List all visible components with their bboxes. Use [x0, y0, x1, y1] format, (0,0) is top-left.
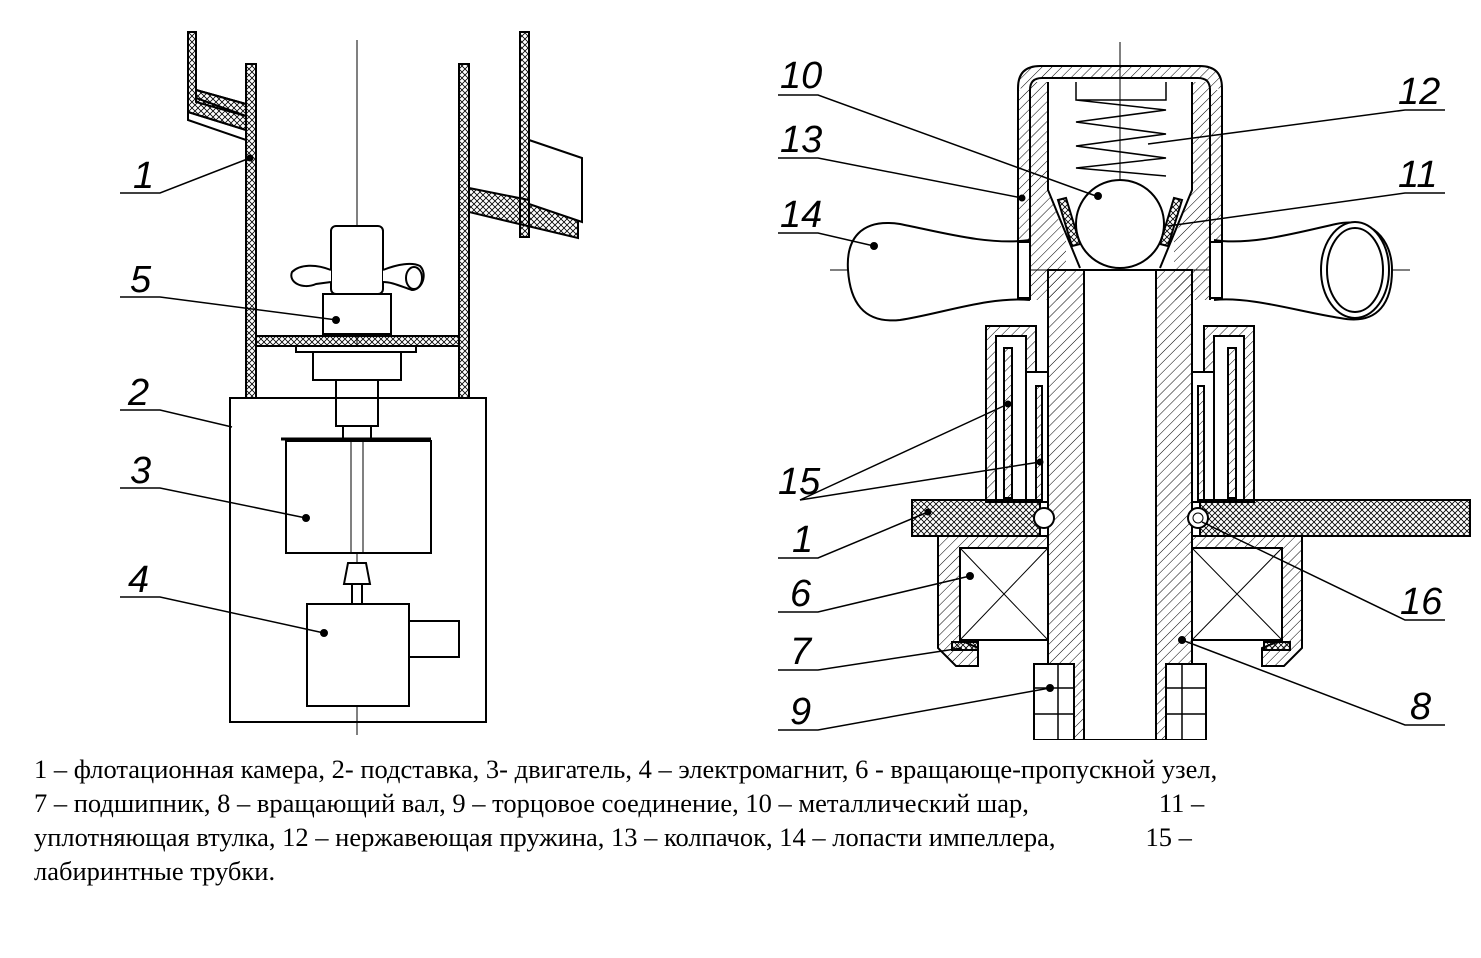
left-assembly — [120, 31, 583, 735]
label-left-2: 2 — [127, 372, 149, 414]
electromagnet-box — [306, 603, 410, 707]
leader-6 — [778, 575, 971, 613]
leader-14 — [778, 232, 875, 247]
end-connection-left — [1033, 663, 1075, 740]
shaft-right-wall — [1155, 269, 1193, 740]
electromagnet-connector — [408, 620, 460, 658]
leader-3 — [120, 487, 307, 519]
leader-16 — [1201, 521, 1445, 621]
leader-10 — [778, 94, 1097, 197]
label-left-3: 3 — [130, 450, 151, 492]
caption-line-1: 1 – флотационная камера, 2- подставка, 3… — [34, 754, 1218, 784]
leader-5 — [120, 296, 338, 321]
shaft-upper — [335, 379, 379, 427]
leader-12 — [1147, 109, 1445, 145]
impeller-wing-left — [290, 264, 332, 288]
leader-11 — [1167, 192, 1445, 227]
label-right-13: 13 — [780, 119, 822, 161]
figure-caption: 1 – флотационная камера, 2- подставка, 3… — [34, 752, 1454, 888]
label-right-1: 1 — [792, 519, 813, 561]
label-left-1: 1 — [133, 155, 154, 197]
bearing-ring-left — [951, 641, 979, 651]
label-right-16: 16 — [1400, 581, 1443, 623]
right-outlet-pipe — [468, 186, 579, 240]
label-right-10: 10 — [780, 55, 822, 97]
impeller-hub — [322, 293, 392, 335]
right-outlet-wall — [519, 31, 530, 238]
stand-box — [229, 397, 487, 723]
caption-line-2b: 11 – — [1158, 788, 1205, 818]
technical-drawing: 1 5 2 3 4 — [120, 31, 1471, 740]
right-assembly — [778, 42, 1471, 740]
leader-15b — [799, 461, 1041, 501]
solenoid-tip — [342, 562, 372, 585]
leader-2 — [120, 409, 233, 428]
labyrinth-tubes — [985, 325, 1255, 503]
chamber-left-wall — [245, 63, 257, 399]
leader-8 — [1181, 639, 1445, 726]
label-right-12: 12 — [1398, 71, 1440, 113]
leader-1-right — [778, 511, 929, 559]
o-ring-right — [1187, 507, 1209, 529]
chamber-floor — [255, 335, 460, 347]
leader-13 — [778, 157, 1023, 199]
label-right-15: 15 — [778, 461, 821, 503]
o-ring-left — [1033, 507, 1055, 529]
chamber-plate-right — [1199, 499, 1471, 537]
seal-right — [1158, 196, 1184, 248]
leader-15a — [799, 403, 1009, 501]
motor-box — [285, 440, 432, 554]
label-right-6: 6 — [790, 573, 812, 615]
label-right-7: 7 — [790, 631, 813, 673]
impeller-cap — [330, 225, 384, 295]
end-connection-right — [1165, 663, 1207, 740]
caption-line-2: 7 – подшипник, 8 – вращающий вал, 9 – то… — [34, 786, 1454, 820]
metal-ball — [1075, 179, 1165, 269]
caption-line-4: лабиринтные трубки. — [34, 856, 276, 886]
leader-4 — [120, 596, 325, 634]
label-right-9: 9 — [790, 691, 811, 733]
label-right-14: 14 — [780, 194, 822, 236]
caption-line-3: уплотняющая втулка, 12 – нержавеющая пру… — [34, 820, 1454, 854]
chamber-plate-left — [911, 499, 1041, 537]
label-right-8: 8 — [1410, 686, 1431, 728]
label-left-5: 5 — [130, 259, 152, 301]
caption-line-2a: 7 – подшипник, 8 – вращающий вал, 9 – то… — [34, 788, 1029, 818]
shaft-coupling — [312, 351, 402, 381]
leader-7 — [778, 647, 963, 671]
caption-line-3b: 15 – — [1145, 822, 1192, 852]
label-right-11: 11 — [1398, 154, 1437, 196]
seal-left — [1056, 196, 1082, 248]
shaft-left-wall — [1047, 269, 1085, 740]
leader-9 — [778, 687, 1051, 731]
spring — [1075, 82, 1167, 177]
impeller-blade-right-opening — [1320, 221, 1390, 319]
caption-line-3a: уплотняющая втулка, 12 – нержавеющая пру… — [34, 822, 1056, 852]
impeller-blade-left — [846, 222, 1031, 322]
chamber-right-wall — [458, 63, 470, 399]
label-left-4: 4 — [128, 559, 149, 601]
leader-1 — [120, 157, 251, 194]
bearing-ring-right — [1263, 641, 1291, 651]
